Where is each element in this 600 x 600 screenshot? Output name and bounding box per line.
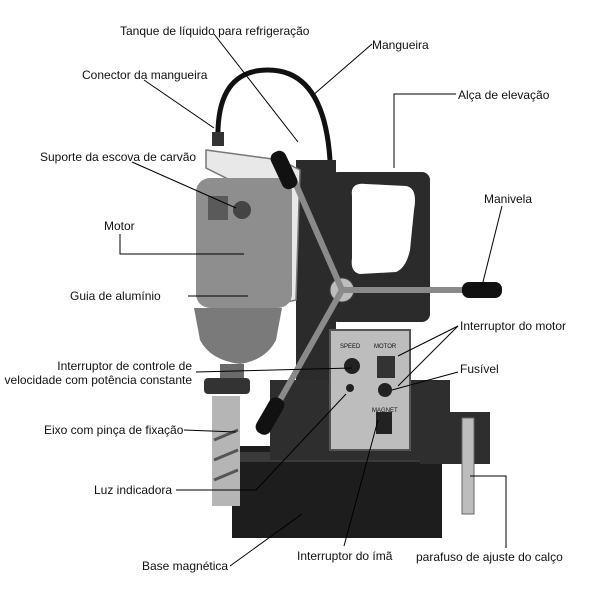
label-guia: Guia de alumínio bbox=[70, 289, 161, 303]
leader-tanque bbox=[213, 33, 299, 143]
feed-arm-up bbox=[291, 178, 345, 292]
leader-luz bbox=[176, 393, 347, 491]
leader-mangueira bbox=[311, 43, 373, 97]
magnet-switch bbox=[376, 412, 392, 434]
feed-knob-right bbox=[462, 282, 502, 298]
panel-motor-label: MOTOR bbox=[374, 344, 397, 350]
speed-knob bbox=[344, 358, 360, 374]
leader-int-motor-b bbox=[397, 325, 459, 387]
leader-lines bbox=[119, 33, 507, 567]
label-motor: Motor bbox=[104, 219, 135, 233]
label-parafuso: parafuso de ajuste do calço bbox=[416, 550, 563, 564]
hose-connector-shape bbox=[212, 132, 224, 146]
label-interruptor-velocidade-line1: Interruptor de controle de bbox=[57, 359, 192, 373]
leader-fusivel bbox=[391, 371, 459, 391]
leader-base bbox=[229, 513, 303, 567]
label-base: Base magnética bbox=[142, 559, 229, 573]
shim-screw-shape bbox=[461, 417, 475, 515]
label-interruptor-motor: Interruptor do motor bbox=[460, 319, 567, 333]
fuse-cap bbox=[378, 383, 392, 397]
feed-knob-down bbox=[255, 397, 285, 435]
leader-int-motor-a bbox=[397, 325, 459, 357]
label-mangueira: Mangueira bbox=[372, 38, 429, 52]
label-conector: Conector da mangueira bbox=[82, 68, 208, 82]
gearbox-shape bbox=[194, 308, 282, 364]
leader-manivela bbox=[481, 205, 503, 287]
leader-parafuso bbox=[470, 475, 507, 548]
label-eixo: Eixo com pinça de fixação bbox=[44, 423, 184, 437]
motor-switch bbox=[377, 356, 395, 378]
label-interruptor-velocidade: Interruptor de controle de velocidade co… bbox=[5, 359, 192, 387]
panel-speed-label: SPEED bbox=[340, 344, 361, 350]
carbon-brush-cap bbox=[233, 201, 251, 219]
label-fusivel: Fusível bbox=[460, 362, 499, 376]
leader-conector bbox=[143, 79, 215, 129]
leader-int-vel bbox=[195, 367, 353, 373]
label-alca: Alça de elevação bbox=[458, 88, 550, 102]
label-interruptor-velocidade-line2: velocidade com potência constante bbox=[4, 373, 192, 387]
lifting-handle-hole bbox=[351, 183, 415, 274]
feed-arm-down bbox=[277, 288, 345, 402]
control-panel bbox=[329, 329, 411, 451]
coolant-hose bbox=[215, 67, 333, 161]
chuck-ring bbox=[204, 378, 250, 394]
label-tanque: Tanque de líquido para refrigeração bbox=[120, 24, 310, 38]
spindle-collar bbox=[220, 364, 244, 382]
feed-knob-up bbox=[270, 150, 298, 190]
leader-suporte bbox=[131, 161, 237, 209]
indicator-light-shape bbox=[346, 384, 354, 392]
leader-motor bbox=[119, 234, 244, 255]
label-manivela: Manivela bbox=[484, 192, 533, 206]
label-interruptor-ima: Interruptor do ímã bbox=[297, 549, 393, 563]
leader-int-ima bbox=[343, 419, 379, 547]
leader-eixo bbox=[183, 429, 237, 433]
shim-block bbox=[420, 412, 490, 464]
label-suporte-escova: Suporte da escova de carvão bbox=[40, 150, 197, 164]
label-luz: Luz indicadora bbox=[94, 483, 173, 497]
panel-magnet-label: MAGNET bbox=[372, 408, 398, 414]
leader-alca bbox=[393, 93, 456, 168]
